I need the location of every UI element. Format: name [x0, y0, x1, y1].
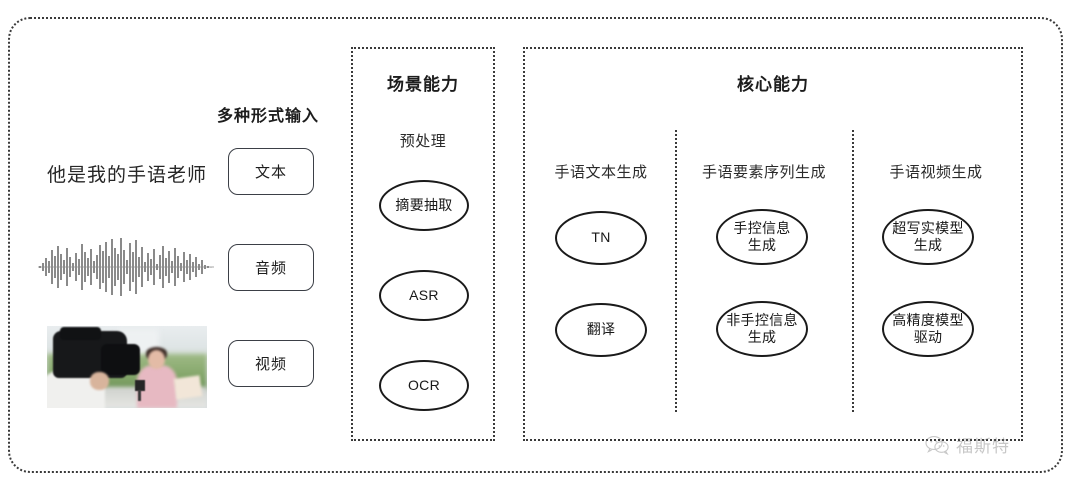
thumb-camera-hood [59, 326, 102, 340]
node-label: 摘要抽取 [395, 196, 453, 213]
audio-waveform-icon [38, 236, 214, 298]
node-label: ASR [409, 286, 439, 303]
node-label: TN [591, 229, 611, 246]
input-type-audio[interactable]: 音频 [228, 244, 314, 291]
node-label: 翻译 [586, 321, 616, 338]
watermark: 福斯特 [925, 432, 1010, 457]
node-label: 超写实模型生成 [892, 219, 964, 254]
node-summary-extraction[interactable]: 摘要抽取 [379, 180, 469, 231]
node-photoreal-model-generation[interactable]: 超写实模型生成 [882, 209, 974, 265]
wechat-icon [925, 435, 949, 455]
thumb-reporter-head [147, 349, 166, 370]
node-asr[interactable]: ASR [379, 270, 469, 321]
node-label: 非手控信息生成 [726, 311, 798, 346]
node-high-precision-model-driving[interactable]: 高精度模型驱动 [882, 301, 974, 357]
scene-panel-subtitle: 预处理 [399, 133, 447, 150]
scene-capability-panel: 场景能力 预处理 摘要抽取 ASR OCR [351, 47, 495, 441]
outer-frame [8, 17, 1063, 473]
core-column-header-sign-video: 手语视频生成 [889, 164, 983, 181]
node-manual-feature-generation[interactable]: 手控信息生成 [716, 209, 808, 265]
scene-panel-title: 场景能力 [387, 75, 459, 94]
node-non-manual-feature-generation[interactable]: 非手控信息生成 [716, 301, 808, 357]
core-column-header-sign-text: 手语文本生成 [554, 164, 648, 181]
node-ocr[interactable]: OCR [379, 360, 469, 411]
node-label: OCR [407, 376, 440, 393]
thumb-camera-lens [101, 344, 140, 376]
node-label: 手控信息生成 [733, 219, 791, 254]
core-panel-title: 核心能力 [737, 75, 809, 94]
thumb-book [173, 375, 202, 400]
node-label: 高精度模型驱动 [892, 311, 964, 346]
input-type-video[interactable]: 视频 [228, 340, 314, 387]
sample-text: 他是我的手语老师 [47, 165, 208, 186]
node-translation[interactable]: 翻译 [555, 303, 647, 357]
video-thumbnail [47, 326, 207, 408]
core-capability-panel: 核心能力 手语文本生成 TN 翻译 手语要素序列生成 手控信息生成 非手控信息生… [523, 47, 1023, 441]
core-column-divider-1 [675, 130, 677, 412]
node-tn[interactable]: TN [555, 211, 647, 265]
core-column-header-sign-element-sequence: 手语要素序列生成 [701, 164, 826, 181]
input-type-text[interactable]: 文本 [228, 148, 314, 195]
watermark-text: 福斯特 [956, 437, 1010, 456]
waveform-svg [38, 238, 214, 296]
core-column-divider-2 [852, 130, 854, 412]
thumb-microphone-handle [138, 389, 142, 402]
thumb-microphone [135, 380, 145, 391]
input-section-heading: 多种形式输入 [217, 108, 320, 125]
thumb-operator-hand [90, 371, 110, 390]
